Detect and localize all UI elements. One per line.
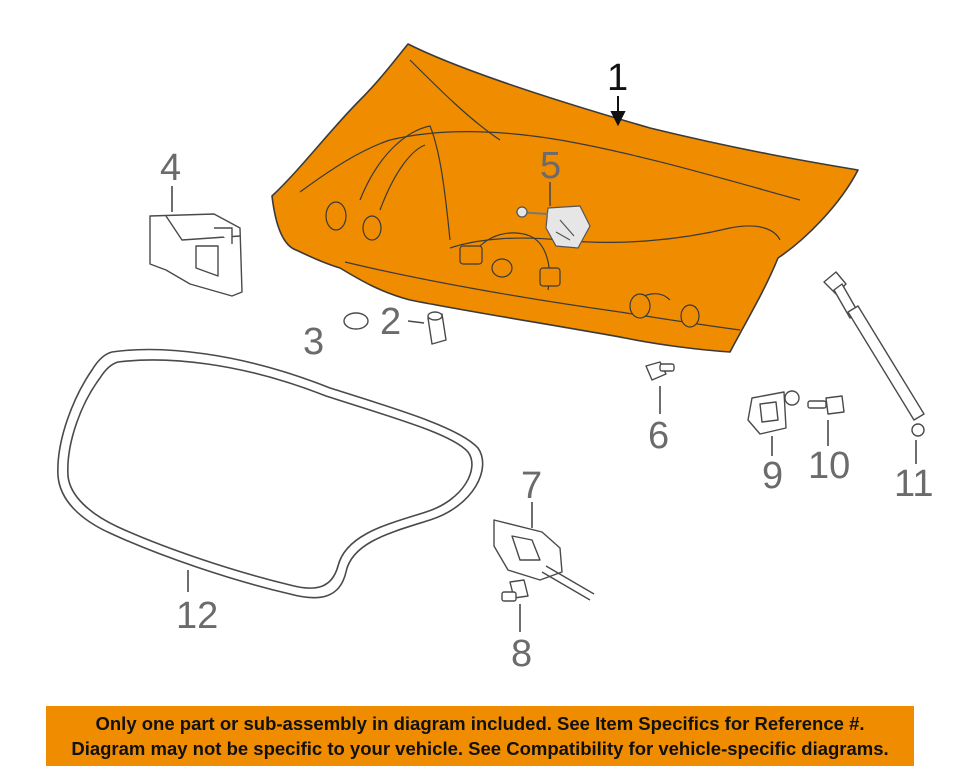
callout-4: 4: [160, 147, 181, 189]
leader-1-arrow: [610, 111, 626, 127]
part-8-bolt: [501, 579, 529, 602]
part-7-latch: [493, 519, 595, 601]
part-3-plug: [343, 312, 369, 330]
leader-2: [407, 320, 425, 324]
callout-3: 3: [303, 321, 324, 363]
disclaimer-banner: Only one part or sub-assembly in diagram…: [46, 706, 914, 766]
callout-7: 7: [521, 465, 542, 507]
part-2-bumper: [427, 311, 447, 345]
part-11-lift-support: [823, 271, 925, 437]
part-12-weatherstrip: [57, 348, 484, 599]
callout-5: 5: [540, 145, 561, 187]
parts-diagram: 1 2 3 4 5 6 7 8 9 10 11 12: [57, 43, 933, 675]
part-10-bolt: [807, 395, 845, 415]
callout-1: 1: [607, 57, 628, 99]
part-1-deck-lid: [271, 43, 859, 353]
callout-11: 11: [894, 463, 933, 505]
disclaimer-line-1: Only one part or sub-assembly in diagram…: [95, 713, 865, 734]
callout-8: 8: [511, 633, 532, 675]
part-5-release-cable: [515, 205, 591, 249]
callout-labels: 1 2 3 4 5 6 7 8 9 10 11 12: [160, 57, 933, 675]
callout-10: 10: [808, 445, 850, 487]
callout-6: 6: [648, 415, 669, 457]
callout-2: 2: [380, 301, 401, 343]
part-6-bolt: [645, 361, 675, 381]
part-9-bracket: [747, 390, 800, 435]
part-4-hinge: [149, 213, 243, 297]
disclaimer-line-2: Diagram may not be specific to your vehi…: [71, 738, 889, 759]
leader-lines: [171, 96, 917, 632]
callout-12: 12: [176, 595, 218, 637]
callout-9: 9: [762, 455, 783, 497]
